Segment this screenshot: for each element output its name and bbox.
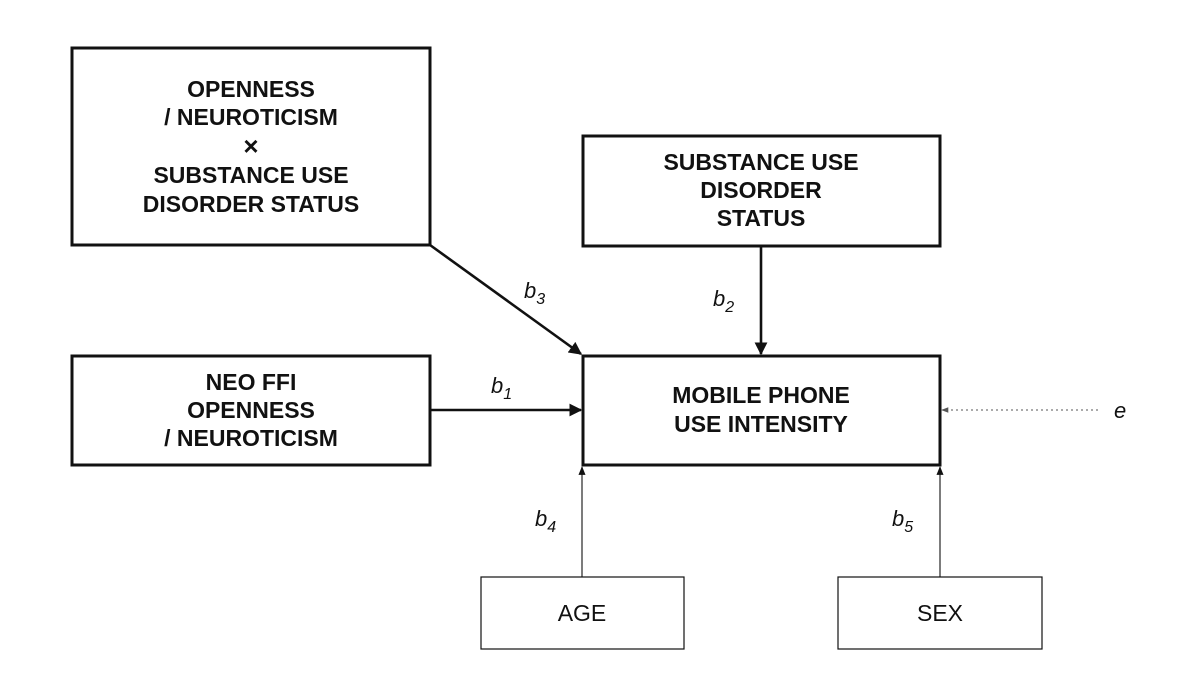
coef-b1-subscript: 1	[503, 386, 512, 403]
node-neo-ffi: NEO FFI OPENNESS / NEUROTICISM	[70, 354, 432, 467]
coef-b2: b2	[713, 286, 734, 316]
node-age-label: AGE	[558, 600, 607, 626]
node-sud-status-line-3: STATUS	[717, 205, 806, 231]
coef-b1-symbol: b	[491, 373, 503, 398]
node-outcome-line-2: USE INTENSITY	[674, 411, 848, 437]
node-sud-status: SUBSTANCE USE DISORDER STATUS	[581, 134, 942, 248]
coef-b2-symbol: b	[713, 286, 725, 311]
node-sud-status-line-1: SUBSTANCE USE	[663, 149, 858, 175]
coef-b1: b1	[491, 373, 512, 403]
node-sex-label: SEX	[917, 600, 963, 626]
coef-b5: b5	[892, 506, 913, 536]
coef-b4: b4	[535, 506, 556, 536]
node-interaction: OPENNESS / NEUROTICISM × SUBSTANCE USE D…	[70, 46, 432, 247]
node-sex: SEX	[837, 576, 1043, 650]
node-outcome: MOBILE PHONE USE INTENSITY	[581, 354, 942, 467]
node-interaction-line-5: DISORDER STATUS	[143, 191, 359, 217]
node-age: AGE	[480, 576, 685, 650]
coef-b5-symbol: b	[892, 506, 904, 531]
coef-b2-subscript: 2	[724, 299, 734, 316]
coef-b4-symbol: b	[535, 506, 547, 531]
node-neo-ffi-line-1: NEO FFI	[206, 369, 297, 395]
node-sud-status-line-2: DISORDER	[700, 177, 822, 203]
coef-b4-subscript: 4	[547, 519, 556, 536]
coef-b3-symbol: b	[524, 278, 536, 303]
node-interaction-line-1: OPENNESS	[187, 76, 315, 102]
arrow-b3	[429, 243, 583, 356]
coef-b5-subscript: 5	[904, 519, 913, 536]
node-interaction-line-4: SUBSTANCE USE	[153, 162, 348, 188]
node-neo-ffi-line-3: / NEUROTICISM	[164, 425, 338, 451]
multiply-sign: ×	[243, 131, 258, 161]
coef-b3: b3	[524, 278, 545, 308]
node-neo-ffi-line-2: OPENNESS	[187, 397, 315, 423]
node-outcome-line-1: MOBILE PHONE	[672, 382, 850, 408]
coef-b3-subscript: 3	[536, 291, 545, 308]
error-term-label: e	[1114, 398, 1126, 423]
node-interaction-line-2: / NEUROTICISM	[164, 104, 338, 130]
